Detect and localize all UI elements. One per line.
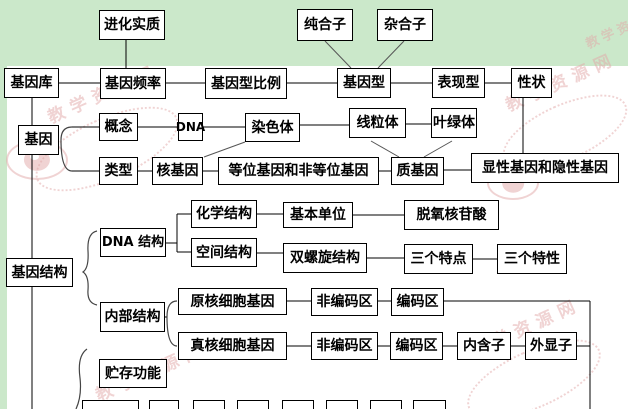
node-heterozygote: 杂合子 [377,9,433,41]
node-noncoding-region-1: 非编码区 [311,288,378,316]
bottom-row-box [82,400,139,409]
green-left-band [0,0,7,409]
node-eukaryotic-gene: 真核细胞基因 [178,332,287,360]
node-prokaryotic-gene: 原核细胞基因 [178,288,287,315]
node-genotype-ratio: 基因型比例 [205,68,287,99]
node-chromosome: 染色体 [245,113,300,142]
bottom-row-box [193,400,225,409]
node-exon: 外显子 [525,332,577,360]
node-cytoplasmic-gene: 质基因 [391,157,444,185]
node-double-helix: 双螺旋结构 [283,243,367,273]
node-alleles: 等位基因和非等位基因 [218,157,379,185]
node-genotype: 基因型 [337,68,391,98]
node-internal-structure: 内部结构 [100,302,165,332]
bottom-row-box [370,400,402,409]
bottom-row-box [282,400,314,409]
node-noncoding-region-2: 非编码区 [311,332,378,360]
node-trait: 性状 [511,68,552,98]
node-coding-region-2: 编码区 [390,332,443,360]
node-deoxynucleotide: 脱氧核苷酸 [404,200,499,230]
node-three-features: 三个特点 [404,244,473,274]
node-homozygote: 纯合子 [297,9,353,41]
node-dna: DNA [176,113,205,141]
node-coding-region-1: 编码区 [391,288,444,316]
node-chloroplast: 叶绿体 [431,108,477,138]
node-gene-frequency: 基因频率 [100,68,166,99]
node-storage-function: 贮存功能 [99,359,167,388]
node-concept: 概念 [99,113,138,141]
node-three-properties: 三个特性 [497,244,567,274]
node-evolution-essence: 进化实质 [99,10,165,40]
bottom-row-box [149,400,179,409]
bottom-row-box [413,400,446,409]
node-nuclear-gene: 核基因 [152,157,203,185]
node-mitochondria: 线粒体 [349,108,406,138]
node-dominant-recessive: 显性基因和隐性基因 [471,153,619,183]
node-type: 类型 [99,157,138,185]
node-dna-structure: DNA 结构 [100,228,166,257]
node-gene-pool: 基因库 [4,68,59,98]
bottom-row-box [326,400,358,409]
node-basic-unit: 基本单位 [283,202,353,228]
node-spatial-structure: 空间结构 [191,238,257,267]
node-gene-structure: 基因结构 [6,258,73,287]
node-chemical-structure: 化学结构 [191,200,257,228]
node-phenotype: 表现型 [432,68,485,98]
node-gene: 基因 [18,125,59,155]
bottom-row-box [237,400,269,409]
node-intron: 内含子 [457,332,511,360]
